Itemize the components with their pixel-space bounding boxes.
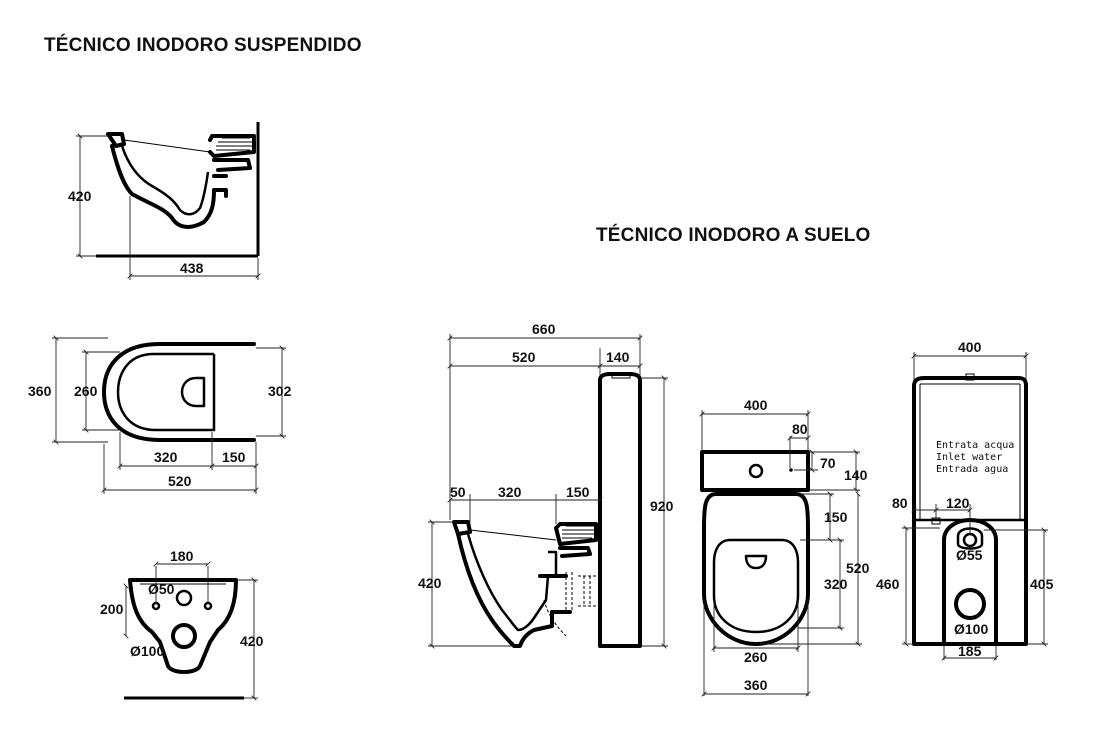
floor-bowl-back [554,522,598,546]
wall-hung-side-view: 420 438 [68,122,258,280]
title-wall-hung: TÉCNICO INODORO SUSPENDIDO [44,35,362,56]
back-button [965,373,975,381]
bowl-inner [120,145,210,216]
dim-front-70: 70 [820,455,836,471]
outlet-upper [212,158,252,172]
back-connector [956,527,984,550]
dim-floor-140: 140 [606,349,630,365]
dim-back-120: 120 [946,495,970,511]
back-hole-55 [962,532,978,548]
front-bowl-outline [702,492,810,646]
trap-dashed-curve [543,599,567,637]
dim-floor-150: 150 [566,484,590,500]
hole-100 [171,623,197,649]
label-hole-100: Ø100 [130,643,164,659]
dim-floor-50: 50 [450,484,466,500]
dim-front-360: 360 [744,677,768,693]
dim-back-185: 185 [958,643,982,659]
dim-front-150: 150 [824,509,848,525]
front-tank [700,450,810,492]
label-back-hole-100: Ø100 [954,621,988,637]
bowl-top-inner [116,352,216,432]
tank [598,372,642,648]
dim-back-420: 420 [240,633,264,649]
bowl-rim [106,132,126,148]
dim-top-302: 302 [268,383,292,399]
back-outline [128,578,238,674]
wall-hung-top-view: 360 260 302 320 150 520 [28,338,292,494]
seat-line [123,139,211,153]
dim-wall-hung-depth: 438 [180,260,204,276]
floor-outlet-upper [558,546,592,558]
dim-top-520: 520 [168,473,192,489]
wall-hung-back-view: 180 Ø50 200 Ø100 420 [100,548,264,698]
dim-top-320: 320 [154,449,178,465]
dim-back-400: 400 [958,339,982,355]
trap-dashed [565,572,596,610]
label-back-hole-55: Ø55 [956,547,983,563]
dim-floor-660: 660 [532,321,556,337]
dim-floor-320: 320 [498,484,522,500]
dim-front-400: 400 [744,397,768,413]
bowl-outline [110,144,216,229]
back-hole-100 [954,588,986,620]
bowl-outlet [180,376,206,408]
dim-front-320: 320 [824,576,848,592]
dim-floor-side-420: 420 [418,575,442,591]
dim-front-260: 260 [744,649,768,665]
floor-bowl-inner [466,533,558,632]
dim-back-80: 80 [892,495,908,511]
bowl-back [208,134,256,158]
label-hole-50: Ø50 [148,581,175,597]
front-button [748,463,764,479]
dim-floor-920: 920 [650,498,674,514]
dim-back-200: 200 [100,601,124,617]
title-floor-standing: TÉCNICO INODORO A SUELO [596,225,871,246]
floor-outlet-lower [538,574,568,614]
dim-top-360: 360 [28,383,52,399]
dim-front-520: 520 [846,560,870,576]
front-seat [712,538,800,634]
front-outlet [744,554,768,570]
water-inlet-label-en: Inlet water [936,452,1002,463]
dim-top-260: 260 [74,383,98,399]
dim-top-150: 150 [222,449,246,465]
dim-back-460: 460 [876,576,900,592]
floor-bowl-rim [452,520,472,536]
back-hatch [216,137,252,151]
hole-50 [175,589,193,607]
outlet-lower [212,174,228,198]
dim-front-140: 140 [844,467,868,483]
floor-back-view: Entrata acqua Inlet water Entrada agua 4… [876,339,1054,660]
dim-back-180: 180 [170,548,194,564]
water-inlet-label-es: Entrada agua [936,464,1008,475]
dim-front-80: 80 [792,421,808,437]
bowl-top-outline [102,342,256,442]
water-inlet-label-it: Entrata acqua [936,440,1014,451]
floor-bowl-outline [456,532,572,648]
back-tank-outline [912,376,1028,646]
floor-side-view: 660 520 140 50 320 150 420 920 [418,321,674,646]
dim-back-405: 405 [1030,576,1054,592]
dim-wall-hung-height: 420 [68,188,92,204]
floor-front-view: 400 80 70 140 150 320 520 260 360 [702,397,870,696]
dim-floor-520: 520 [512,349,536,365]
